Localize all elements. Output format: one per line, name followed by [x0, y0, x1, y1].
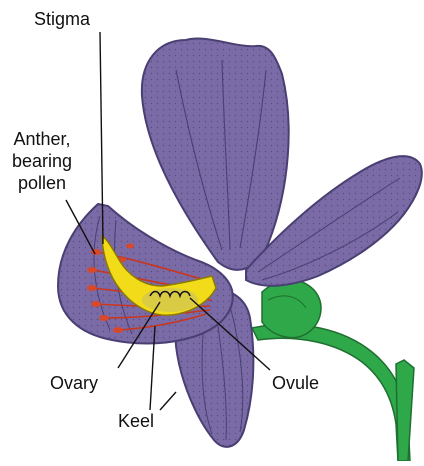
calyx: [262, 280, 321, 338]
label-ovule: Ovule: [272, 372, 319, 394]
banner-petal: [142, 38, 289, 269]
leader-keel-b: [160, 392, 176, 410]
label-stigma: Stigma: [34, 8, 90, 30]
label-anther-line-3: pollen: [6, 172, 78, 194]
label-anther-line-1: Anther,: [6, 128, 78, 150]
label-anther-line-2: bearing: [6, 150, 78, 172]
label-ovary: Ovary: [50, 372, 98, 394]
label-keel: Keel: [118, 410, 154, 432]
label-anther: Anther, bearing pollen: [6, 128, 78, 194]
